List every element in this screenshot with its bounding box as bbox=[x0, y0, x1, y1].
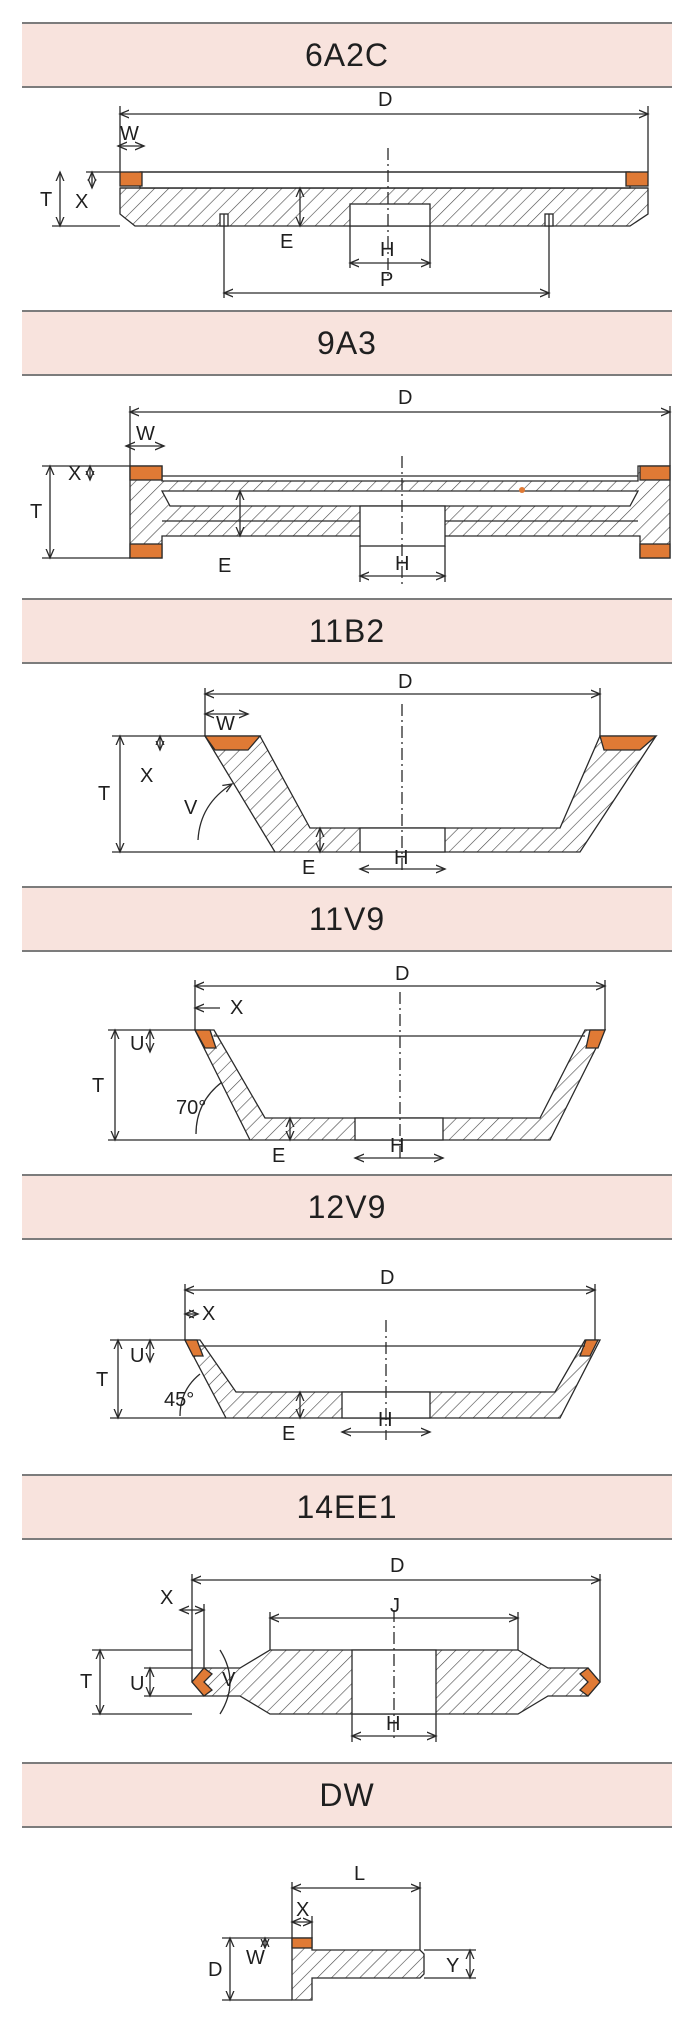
label-h: H bbox=[380, 239, 394, 261]
label-angle: 70° bbox=[176, 1097, 206, 1119]
label-h: H bbox=[395, 553, 409, 575]
wheel-body bbox=[183, 1339, 602, 1419]
label-e: E bbox=[272, 1145, 285, 1167]
label-y: Y bbox=[446, 1955, 459, 1977]
label-d: D bbox=[395, 963, 409, 985]
label-u: U bbox=[130, 1673, 144, 1695]
label-v: V bbox=[184, 797, 198, 819]
label-h: H bbox=[394, 847, 408, 869]
label-x: X bbox=[68, 463, 81, 485]
section-header-12v9: 12V9 bbox=[22, 1174, 672, 1240]
label-x: X bbox=[202, 1303, 215, 1325]
label-t: T bbox=[92, 1075, 104, 1097]
label-x: X bbox=[296, 1899, 309, 1921]
label-t: T bbox=[80, 1671, 92, 1693]
wheel-rim bbox=[139, 171, 631, 189]
label-t: T bbox=[96, 1369, 108, 1391]
label-h: H bbox=[378, 1409, 392, 1431]
label-e: E bbox=[280, 231, 293, 253]
label-e: E bbox=[282, 1423, 295, 1445]
abrasive-segment bbox=[579, 1667, 601, 1697]
label-h: H bbox=[386, 1713, 400, 1735]
abrasive-segment bbox=[183, 1339, 204, 1357]
diagram-6a2c: D W T X E H P bbox=[40, 89, 692, 298]
abrasive-segment bbox=[579, 1339, 600, 1357]
label-d: D bbox=[378, 89, 392, 111]
bore bbox=[349, 203, 431, 227]
label-x: X bbox=[75, 191, 88, 213]
label-t: T bbox=[40, 189, 52, 211]
label-t: T bbox=[98, 783, 110, 805]
label-e: E bbox=[302, 857, 315, 879]
label-w: W bbox=[136, 423, 155, 445]
diagram-9a3: D W T X E H bbox=[30, 387, 692, 586]
abrasive-segment bbox=[129, 465, 163, 481]
label-d: D bbox=[398, 387, 412, 409]
label-v: V bbox=[222, 1669, 236, 1691]
label-d: D bbox=[208, 1959, 222, 1981]
diagram-14ee1: D J X T U V H bbox=[80, 1555, 692, 1742]
label-t: T bbox=[30, 501, 42, 523]
section-header-14ee1: 14EE1 bbox=[22, 1474, 672, 1540]
diagram-11b2: D W T X V E H bbox=[98, 671, 658, 879]
abrasive-segment bbox=[599, 735, 658, 751]
label-d: D bbox=[380, 1267, 394, 1289]
abrasive-segment bbox=[193, 1029, 217, 1049]
label-u: U bbox=[130, 1345, 144, 1367]
abrasive-segment bbox=[129, 543, 163, 559]
diagram-11v9: D X U T 70° E H bbox=[92, 963, 692, 1167]
section-header-6a2c: 6A2C bbox=[22, 22, 672, 88]
abrasive-segment bbox=[203, 735, 262, 751]
section-header-dw: DW bbox=[22, 1762, 672, 1828]
label-w: W bbox=[216, 713, 235, 735]
label-u: U bbox=[130, 1033, 144, 1055]
label-w: W bbox=[120, 123, 139, 145]
label-angle: 45° bbox=[164, 1389, 194, 1411]
section-header-9a3: 9A3 bbox=[22, 310, 672, 376]
abrasive-segment bbox=[119, 171, 143, 187]
section-header-11b2: 11B2 bbox=[22, 598, 672, 664]
abrasive-segment bbox=[585, 1029, 606, 1049]
label-x: X bbox=[230, 997, 243, 1019]
label-x: X bbox=[140, 765, 153, 787]
label-p: P bbox=[380, 269, 393, 291]
label-j: J bbox=[390, 1595, 400, 1617]
label-d: D bbox=[398, 671, 412, 693]
abrasive-segment bbox=[639, 543, 671, 559]
diagram-12v9: D X U T 45° E H bbox=[96, 1267, 602, 1445]
section-header-11v9: 11V9 bbox=[22, 886, 672, 952]
label-d: D bbox=[390, 1555, 404, 1577]
label-e: E bbox=[218, 555, 231, 577]
abrasive-segment bbox=[291, 1937, 313, 1949]
label-x: X bbox=[160, 1587, 173, 1609]
label-l: L bbox=[354, 1863, 365, 1885]
label-h: H bbox=[390, 1135, 404, 1157]
abrasive-segment bbox=[639, 465, 671, 481]
label-w: W bbox=[246, 1947, 265, 1969]
bore bbox=[354, 1117, 444, 1141]
abrasive-segment bbox=[625, 171, 649, 187]
diagram-dw: L X D W Y bbox=[208, 1863, 476, 2032]
